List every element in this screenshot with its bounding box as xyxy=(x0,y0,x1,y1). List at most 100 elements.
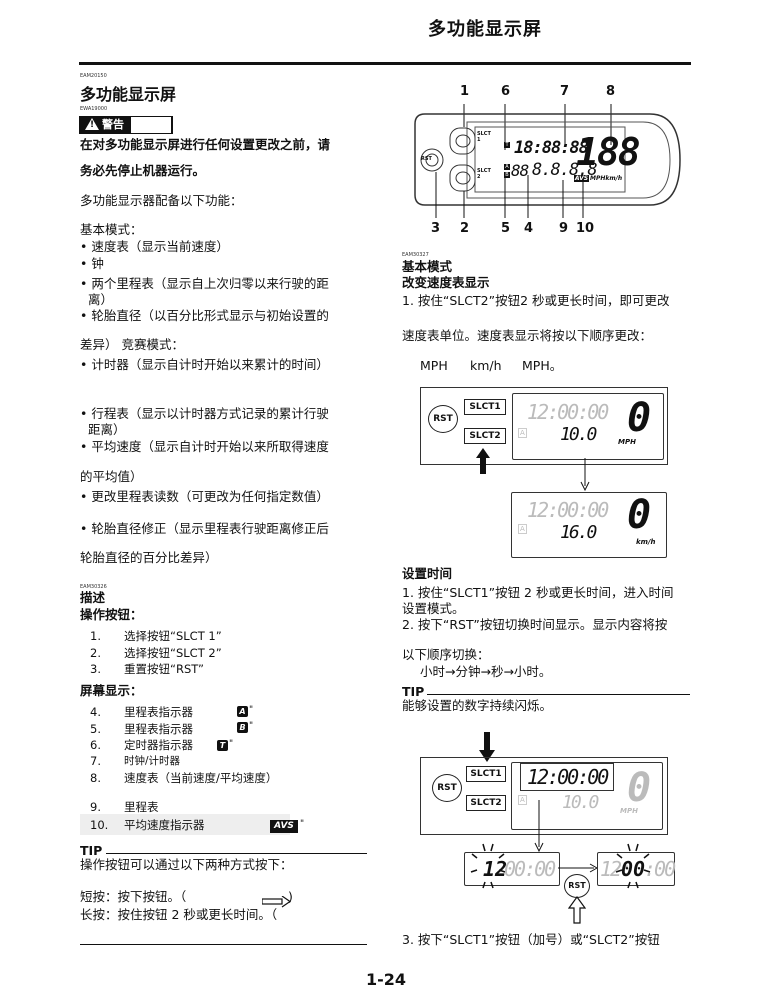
time-text: 1. 按住“SLCT1”按钮 2 秒或更长时间，进入时间 xyxy=(402,585,674,600)
callout-6: 6 xyxy=(501,84,511,99)
lcd-screen xyxy=(511,492,667,558)
transition-arrow xyxy=(580,458,590,492)
flash-marks xyxy=(615,843,651,889)
list-item: 离） xyxy=(88,292,114,307)
list-item: • 钟 xyxy=(80,256,104,271)
unit-seq-item: MPH xyxy=(420,358,448,373)
bottom-rule xyxy=(80,944,367,945)
callout-8: 8 xyxy=(606,84,616,99)
speed-display: 0 xyxy=(627,765,652,811)
list-item: 里程表 xyxy=(124,800,159,814)
second-display: :00 xyxy=(644,857,676,881)
time-sequence: 小时→分钟→秒→小时。 xyxy=(420,664,552,679)
slct1-button[interactable]: SLCT1 xyxy=(464,399,506,415)
rst-label: RST xyxy=(421,156,432,162)
lcd-screen xyxy=(511,762,663,830)
section-title: 多功能显示屏 xyxy=(80,85,177,104)
minsec-display: 00:00 xyxy=(504,857,556,881)
list-item: 5. xyxy=(90,722,101,736)
odo-display: 10.0 xyxy=(562,792,599,813)
tip-rule xyxy=(106,853,367,854)
speed-display: 0 xyxy=(627,492,652,538)
a-indicator-icon: A xyxy=(518,524,527,534)
list-item: 距离） xyxy=(88,422,126,437)
warning-divider xyxy=(171,116,173,133)
change-text: 速度表单位。速度表显示将按以下顺序更改： xyxy=(402,328,653,343)
a-indicator-icon: A xyxy=(518,795,527,805)
odometer-a-icon: A xyxy=(237,706,248,717)
list-item: 7. xyxy=(90,754,101,768)
quote-mark: " xyxy=(300,819,305,829)
callout-9: 9 xyxy=(559,221,569,236)
b-indicator-icon: B xyxy=(504,172,510,178)
time-text: 以下顺序切换： xyxy=(402,647,490,662)
tip-text: 能够设置的数字持续闪烁。 xyxy=(402,698,553,713)
list-item: • 更改里程表读数（可更改为任何指定数值） xyxy=(80,489,329,504)
list-item: 4. xyxy=(90,705,101,719)
doc-code: EWA19000 xyxy=(80,106,108,112)
callout-1: 1 xyxy=(460,84,470,99)
unit-label: MPH xyxy=(620,807,638,815)
speed-display: 0 xyxy=(627,395,652,441)
page-header-title: 多功能显示屏 xyxy=(428,19,542,40)
list-item: 2. xyxy=(90,646,101,660)
tip-text: 操作按钮可以通过以下两种方式按下： xyxy=(80,857,293,872)
callout-7: 7 xyxy=(560,84,570,99)
slct1-button[interactable]: SLCT1 xyxy=(466,766,506,782)
rst-button[interactable]: RST xyxy=(564,874,590,898)
slct2-button[interactable]: SLCT2 xyxy=(464,428,506,444)
list-item: 轮胎直径的百分比差异） xyxy=(80,550,218,565)
a-indicator-icon: A xyxy=(518,428,527,438)
unit-label: MPH xyxy=(618,438,636,446)
display-panel-3 xyxy=(420,757,668,835)
unit-label: km/h xyxy=(636,538,656,546)
short-press-text: 短按：按下按钮。（ xyxy=(80,889,187,904)
list-item: 选择按钮“SLCT 1” xyxy=(124,629,222,643)
slct2-button[interactable]: SLCT2 xyxy=(466,795,506,811)
odo-prefix: 88 xyxy=(511,161,529,180)
meter-diagram xyxy=(414,104,681,218)
unit-seq-item: km/h xyxy=(470,358,502,373)
basic-mode-label: 基本模式： xyxy=(80,222,143,237)
time-title: 设置时间 xyxy=(402,566,453,581)
list-item: 里程表指示器 xyxy=(124,722,193,736)
clock-frame xyxy=(520,763,614,791)
list-item: 时钟/计时器 xyxy=(124,755,181,767)
list-item: 平均速度指示器 xyxy=(124,818,205,832)
display-panel-1 xyxy=(420,387,668,465)
list-item: 里程表指示器 xyxy=(124,705,193,719)
tip-label: TIP xyxy=(80,843,103,858)
unit-label: MPHkm/h xyxy=(590,175,623,182)
list-item: 9. xyxy=(90,800,101,814)
list-item: 3. xyxy=(90,662,101,676)
list-item: 6. xyxy=(90,738,101,752)
warning-icon: ! xyxy=(85,118,99,130)
a-indicator-icon: A xyxy=(504,164,510,170)
desc-title: 描述 xyxy=(80,590,106,605)
list-item: • 计时器（显示自计时开始以来累计的时间） xyxy=(80,357,329,372)
rst-button[interactable]: RST xyxy=(428,405,458,433)
list-item: • 轮胎直径（以百分比形式显示与初始设置的 xyxy=(80,308,329,323)
unit-seq-item: MPH。 xyxy=(522,358,563,373)
press-arrow xyxy=(476,448,490,474)
list-item: • 行程表（显示以计时器方式记录的累计行驶 xyxy=(80,406,329,421)
press-arrow-up xyxy=(568,896,586,924)
tip-rule xyxy=(427,694,690,695)
list-item: 定时器指示器 xyxy=(124,738,193,752)
paren-close: ) xyxy=(288,889,293,904)
list-item: • 平均速度（显示自计时开始以来所取得速度 xyxy=(80,439,329,454)
list-item: 选择按钮“SLCT 2” xyxy=(124,646,222,660)
list-item: 的平均值） xyxy=(80,469,143,484)
rst-button[interactable]: RST xyxy=(432,774,462,802)
list-item: 8. xyxy=(90,771,101,785)
avs-icon: AVS xyxy=(270,820,298,833)
callout-5: 5 xyxy=(501,221,511,236)
doc-code: EAM30327 xyxy=(402,252,429,258)
race-mode-line: 差异） 竞赛模式： xyxy=(80,337,184,352)
lcd-screen xyxy=(512,393,664,460)
list-item: • 轮胎直径修正（显示里程表行驶距离修正后 xyxy=(80,521,329,536)
clock-display: 12:00:00 xyxy=(527,498,609,522)
callout-3: 3 xyxy=(431,221,441,236)
